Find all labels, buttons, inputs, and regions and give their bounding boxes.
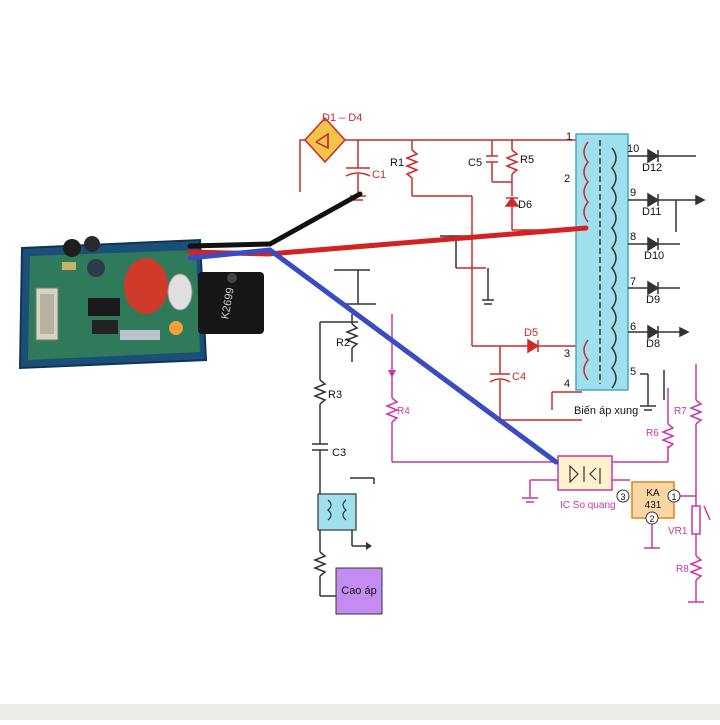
c3-label: C3 — [332, 447, 346, 459]
d1-d4-label: D1 – D4 — [322, 112, 362, 124]
ka431-regulator: KA 431 — [631, 481, 675, 519]
c1-label: C1 — [372, 169, 386, 181]
d12-label: D12 — [642, 162, 662, 174]
black-wire — [267, 191, 363, 247]
ka-pin-2-label: 2 — [649, 514, 654, 524]
vr1-label: VR1 — [668, 526, 688, 537]
overlay-wires — [187, 191, 589, 465]
pin-9-label: 9 — [630, 187, 636, 199]
bottom-strip — [0, 704, 720, 720]
pin-4-label: 4 — [564, 378, 570, 390]
ka431-label-line1: KA — [646, 488, 660, 499]
primary-section — [299, 116, 582, 421]
d5-label: D5 — [524, 327, 538, 339]
r1-label: R1 — [390, 157, 404, 169]
optocoupler-ic — [557, 455, 613, 491]
c4-label: C4 — [512, 371, 526, 383]
d10-label: D10 — [644, 250, 664, 262]
d9-label: D9 — [646, 294, 660, 306]
ka-pin-1-label: 1 — [671, 492, 676, 502]
pin-10-label: 10 — [627, 143, 639, 155]
ka431-label-line2: 431 — [645, 500, 662, 511]
transistor-chip-label: K2699 — [219, 287, 236, 320]
pulse-transformer: 1 2 3 4 5 6 7 8 9 10 Biến áp xung — [564, 131, 639, 417]
ka-pin-3-label: 3 — [620, 492, 625, 502]
r3-label: R3 — [328, 389, 342, 401]
ic-so-quang-label: IC So quang — [560, 500, 616, 511]
red-wire — [265, 225, 589, 257]
secondary-outputs — [628, 148, 706, 400]
r7-label: R7 — [674, 406, 687, 417]
r2-label: R2 — [336, 337, 350, 349]
d8-label: D8 — [646, 338, 660, 350]
d11-label: D11 — [642, 206, 661, 218]
blue-wire — [267, 247, 559, 465]
r4-label: R4 — [397, 406, 410, 417]
pin-6-label: 6 — [630, 321, 636, 333]
pin-1-label: 1 — [566, 131, 572, 143]
r5-label: R5 — [520, 154, 534, 166]
r6-label: R6 — [646, 428, 659, 439]
pin-2-label: 2 — [564, 173, 570, 185]
d6-label: D6 — [518, 199, 532, 211]
power-transistor: K2699 — [198, 272, 264, 334]
pin-3-label: 3 — [564, 348, 570, 360]
pcb-photo: K2699 — [18, 236, 264, 370]
cao-ap-box: Cao áp — [335, 567, 383, 615]
r8-label: R8 — [676, 564, 689, 575]
cao-ap-label: Cao áp — [341, 585, 376, 597]
hv-transformer — [317, 493, 357, 531]
transformer-label: Biến áp xung — [574, 405, 638, 417]
pin-5-label: 5 — [630, 366, 636, 378]
pin-7-label: 7 — [630, 276, 636, 288]
c5-label: C5 — [468, 157, 482, 169]
pin-8-label: 8 — [630, 231, 636, 243]
high-voltage-chain — [312, 314, 375, 597]
